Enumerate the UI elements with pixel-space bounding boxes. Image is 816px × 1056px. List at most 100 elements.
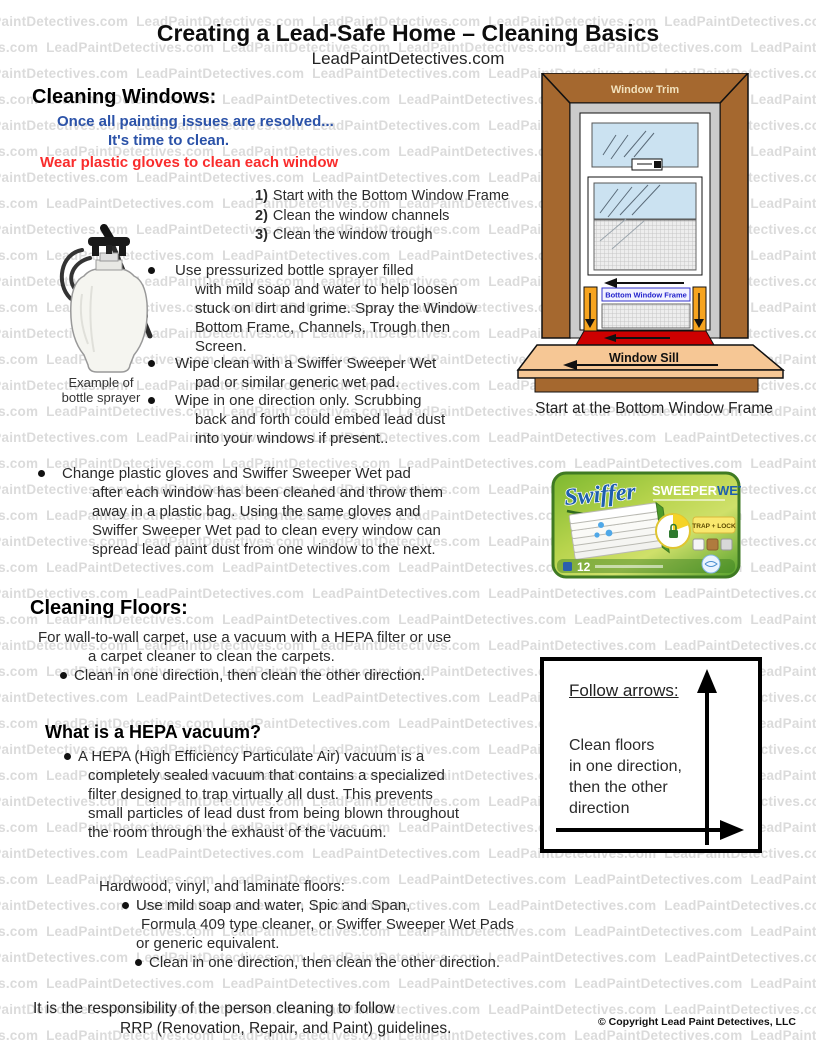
bullet-dot bbox=[38, 470, 45, 477]
lower-screen bbox=[601, 303, 691, 329]
note-blue-line2: It's time to clean. bbox=[108, 132, 230, 149]
window-screen bbox=[593, 219, 697, 271]
arrow-head-down bbox=[694, 319, 704, 328]
hepa-bullet: A HEPA (High Efficiency Particulate Air)… bbox=[78, 748, 460, 841]
water-drop bbox=[594, 532, 600, 538]
arrow-head-left bbox=[604, 334, 616, 342]
floor-swatch bbox=[706, 538, 719, 551]
window-apron bbox=[534, 377, 759, 393]
wet-text: WET bbox=[717, 483, 741, 498]
floor-swatch bbox=[692, 538, 705, 551]
window-diagram: Window Trim Bottom Window Frame bbox=[516, 73, 786, 393]
screen-reflections bbox=[599, 218, 645, 250]
watermark-row: LeadPaintDetectives.com LeadPaintDetecti… bbox=[0, 950, 816, 965]
watermark-row: LeadPaintDetectives.com LeadPaintDetecti… bbox=[0, 872, 816, 887]
sweeper-text: SWEEPER bbox=[652, 483, 718, 498]
water-drop bbox=[605, 529, 613, 537]
lock-icon bbox=[670, 523, 677, 530]
direction-arrows bbox=[556, 669, 744, 845]
note-blue-line1: Once all painting issues are resolved... bbox=[57, 113, 334, 130]
watermark-row: LeadPaintDetectives.com LeadPaintDetecti… bbox=[0, 0, 816, 3]
lock-icon bbox=[669, 530, 678, 538]
arrow-head-up bbox=[697, 669, 717, 693]
step-1: 1)Start with the Bottom Window Frame bbox=[255, 188, 510, 204]
hepa-heading: What is a HEPA vacuum? bbox=[45, 722, 262, 742]
floors-bullet: Clean in one direction, then clean the o… bbox=[60, 666, 425, 685]
watermark-row: LeadPaintDetectives.com LeadPaintDetecti… bbox=[0, 586, 816, 601]
footer-line2: RRP (Renovation, Repair, and Paint) guid… bbox=[120, 1020, 452, 1037]
cleaning-floors-heading: Cleaning Floors: bbox=[30, 597, 188, 619]
hardwood-bullet-2: Clean in one direction, then clean the o… bbox=[135, 953, 500, 972]
watermark-row: LeadPaintDetectives.com LeadPaintDetecti… bbox=[0, 404, 816, 419]
swiffer-logo: Swiffer bbox=[563, 479, 637, 511]
watermark-row: LeadPaintDetectives.com LeadPaintDetecti… bbox=[0, 638, 816, 653]
watermark-row: LeadPaintDetectives.com LeadPaintDetecti… bbox=[0, 1028, 816, 1043]
step-2: 2)Clean the window channels bbox=[255, 207, 450, 224]
water-drop bbox=[598, 522, 604, 528]
bullet-dot bbox=[148, 267, 155, 274]
watermark-row: LeadPaintDetectives.com LeadPaintDetecti… bbox=[0, 1054, 816, 1056]
trap-lock-badge bbox=[692, 516, 736, 534]
window-bullet-2: Wipe clean with a Swiffer Sweeper Wet pa… bbox=[146, 354, 496, 392]
watermark-row: LeadPaintDetectives.com LeadPaintDetecti… bbox=[0, 976, 816, 991]
window-bullet-1: Use pressurized bottle sprayer filled wi… bbox=[146, 261, 496, 356]
bullet-dot bbox=[122, 901, 129, 909]
bottom-frame-label: Bottom Window Frame bbox=[605, 291, 687, 300]
hardwood-bullet-1b: Formula 409 type cleaner, or Swiffer Swe… bbox=[141, 916, 514, 933]
follow-arrows-heading: Follow arrows: bbox=[569, 681, 679, 700]
bullet-dot bbox=[148, 397, 155, 404]
step-3: 3)Clean the window trough bbox=[255, 227, 433, 243]
watermark-row: LeadPaintDetectives.com LeadPaintDetecti… bbox=[0, 612, 816, 627]
sprayer-caption: Example of bottle sprayer bbox=[61, 375, 141, 405]
window-steps-list: 1)Start with the Bottom Window Frame 2)C… bbox=[255, 187, 509, 246]
footer-line1: It is the responsibility of the person c… bbox=[33, 1000, 395, 1017]
bottle-sprayer-image bbox=[60, 224, 153, 373]
window-sill-front bbox=[517, 369, 784, 379]
floors-intro-line2: a carpet cleaner to clean the carpets. bbox=[88, 648, 335, 665]
watermark-row: LeadPaintDetectives.com LeadPaintDetecti… bbox=[0, 924, 816, 939]
page-title: Creating a Lead-Safe Home – Cleaning Bas… bbox=[156, 20, 660, 46]
subline bbox=[653, 499, 725, 501]
arrow-head-left bbox=[604, 278, 617, 288]
bullet-dot bbox=[60, 671, 67, 679]
sprayer-handle bbox=[88, 237, 130, 246]
sprayer-pump-rod bbox=[106, 245, 112, 254]
glass-reflections bbox=[599, 184, 661, 218]
follow-arrows-box: Follow arrows: Clean floors in one direc… bbox=[540, 657, 762, 853]
stamp-icon bbox=[704, 561, 718, 567]
circle-wedge bbox=[673, 513, 689, 531]
bottom-frame-label-box bbox=[601, 287, 691, 302]
arrow-head-right bbox=[720, 820, 744, 840]
arrow-head-down bbox=[585, 319, 595, 328]
watermark-row: LeadPaintDetectives.com LeadPaintDetecti… bbox=[0, 14, 816, 29]
hardwood-heading: Hardwood, vinyl, and laminate floors: bbox=[99, 878, 345, 895]
copyright-notice: © Copyright Lead Paint Detectives, LLC bbox=[598, 1016, 796, 1028]
sprayer-handle-post-left bbox=[92, 245, 99, 256]
arrow-head-left bbox=[563, 360, 577, 370]
warning-red: Wear plastic gloves to clean each window bbox=[40, 154, 339, 171]
page-subtitle: LeadPaintDetectives.com bbox=[311, 49, 505, 68]
sprayer-tank-shading bbox=[79, 285, 95, 353]
watermark-row: LeadPaintDetectives.com LeadPaintDetecti… bbox=[0, 430, 816, 445]
watermark-row: LeadPaintDetectives.com LeadPaintDetecti… bbox=[0, 898, 816, 913]
trap-lock-text: TRAP + LOCK bbox=[692, 523, 736, 530]
sash-latch-knob bbox=[654, 161, 661, 168]
sprayer-tank bbox=[70, 268, 148, 373]
fine-print-bar bbox=[595, 565, 663, 568]
bullet-dot bbox=[64, 753, 71, 760]
watermark-row: LeadPaintDetectives.com LeadPaintDetecti… bbox=[0, 456, 816, 471]
window-trim-label: Window Trim bbox=[611, 84, 680, 96]
hardwood-bullet-1c: or generic equivalent. bbox=[136, 935, 280, 952]
hardwood-bullet-1: Use mild soap and water, Spic and Span, bbox=[122, 896, 410, 915]
gloves-note: Change plastic gloves and Swiffer Sweepe… bbox=[62, 465, 444, 558]
window-bullet-3: Wipe in one direction only. Scrubbing ba… bbox=[146, 391, 496, 448]
bullet-dot bbox=[148, 360, 155, 367]
sprayer-handle-post-right bbox=[119, 245, 126, 256]
bullet-dot bbox=[135, 958, 142, 966]
stamp-icon bbox=[701, 554, 721, 574]
pg-logo bbox=[563, 562, 572, 571]
count-text: 12 bbox=[577, 560, 591, 574]
trim-left-plank bbox=[541, 73, 571, 339]
floor-swatch bbox=[720, 538, 733, 551]
